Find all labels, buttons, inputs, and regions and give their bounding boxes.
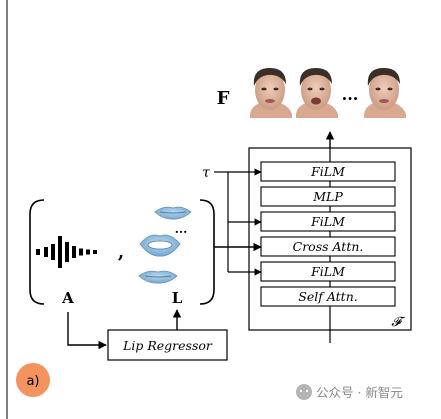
waveform-bar — [72, 246, 76, 258]
cross-attn-block-label: Cross Attn. — [293, 239, 364, 254]
lip-regressor-box — [107, 329, 228, 361]
decoder-blocks: FiLM MLP FiLM Cross Attn. FiLM Self Attn. — [260, 161, 396, 307]
watermark-icon — [296, 384, 312, 400]
input-bracket-right — [199, 199, 215, 305]
waveform-bar — [93, 250, 97, 254]
mlp-block-label: MLP — [312, 189, 343, 204]
waveform-bar — [86, 249, 90, 255]
panel-badge — [16, 363, 50, 397]
film-block-bottom-label: FiLM — [310, 264, 346, 279]
face-ellipsis: ... — [342, 85, 359, 104]
input-bracket-left — [29, 199, 45, 305]
face-render-1 — [250, 68, 292, 118]
self-attn-block-label: Self Attn. — [298, 289, 357, 304]
lip-shape-2 — [139, 234, 181, 257]
waveform-bar — [65, 242, 69, 262]
watermark-text: 公众号 · 新智元 — [316, 385, 403, 400]
watermark: 公众号 · 新智元 — [296, 384, 403, 400]
waveform-bar — [36, 249, 40, 255]
waveform-bar — [51, 244, 55, 260]
self-attn-block-box — [260, 286, 396, 307]
input-comma: , — [118, 242, 124, 263]
lips-label: L — [172, 289, 183, 307]
lip-ellipsis: ... — [175, 222, 188, 236]
mlp-block-box — [260, 186, 396, 207]
film-block-top-label: FiLM — [310, 164, 346, 179]
panel-badge-label: a) — [26, 374, 39, 389]
lip-shape-1 — [154, 206, 192, 220]
audio-to-regressor-arrow — [67, 312, 107, 350]
face-render-2 — [296, 68, 338, 118]
waveform-bar — [79, 248, 83, 256]
waveform-bar — [44, 247, 48, 257]
film-block-mid-label: FiLM — [310, 214, 346, 229]
face-render-3 — [364, 68, 406, 118]
audio-waveform — [36, 236, 97, 268]
lip-shape-3 — [138, 270, 178, 284]
output-label: F — [217, 88, 230, 109]
waveform-bar — [58, 236, 62, 268]
lip-regressor-label: Lip Regressor — [122, 338, 213, 353]
audio-label: A — [61, 289, 74, 307]
tau-label: τ — [202, 165, 210, 181]
